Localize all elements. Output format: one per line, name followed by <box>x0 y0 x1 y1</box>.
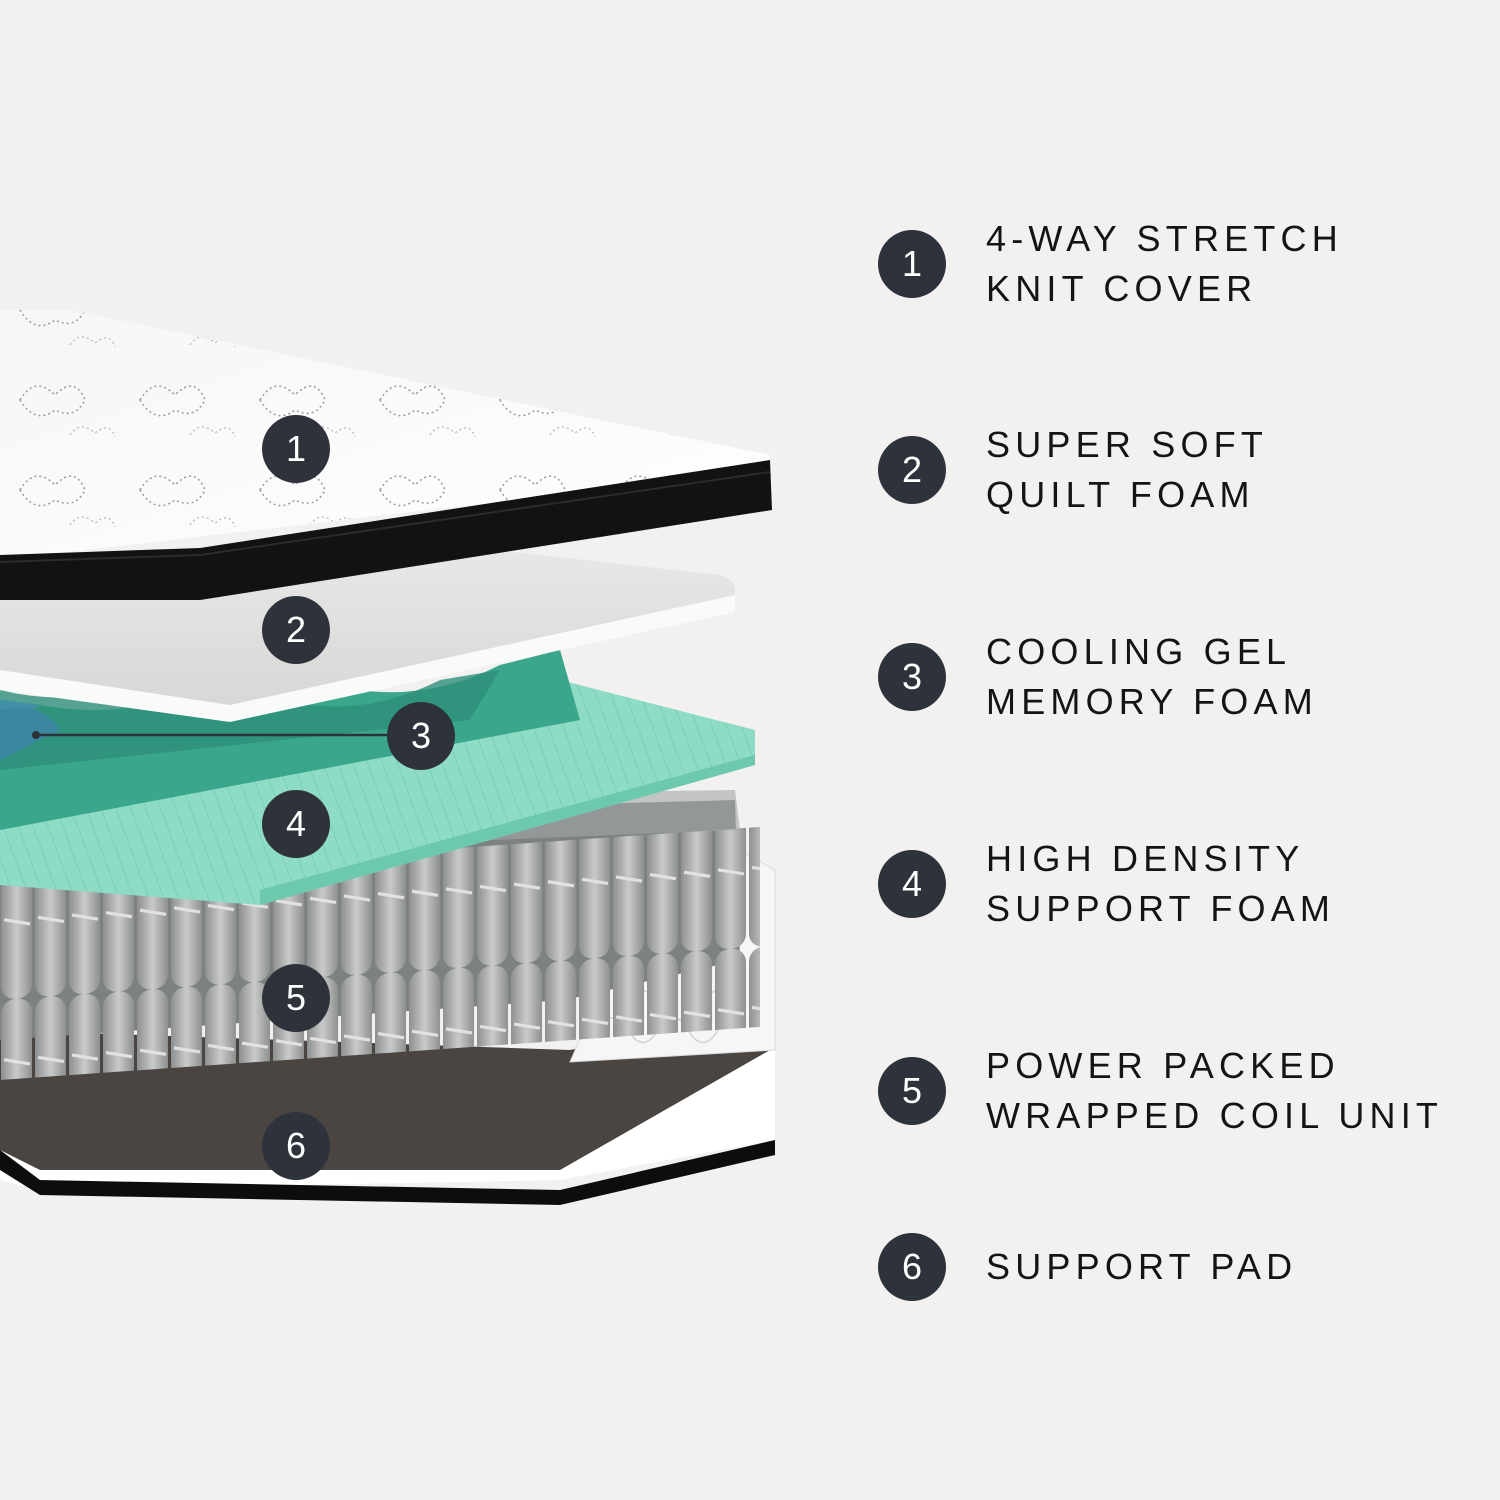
legend-item-4: 4 HIGH DENSITY SUPPORT FOAM <box>878 834 1488 934</box>
mattress-cutaway-illustration: 1 2 3 4 5 6 <box>0 310 776 1205</box>
gel-callout-leader <box>32 731 400 739</box>
legend-badge-4: 4 <box>878 850 946 918</box>
legend-label-2: SUPER SOFT QUILT FOAM <box>986 420 1268 520</box>
legend-badge-6: 6 <box>878 1233 946 1301</box>
legend-badge-5: 5 <box>878 1057 946 1125</box>
legend-label-5: POWER PACKED WRAPPED COIL UNIT <box>986 1041 1443 1141</box>
legend-label-line: WRAPPED COIL UNIT <box>986 1095 1444 1136</box>
knit-cover-layer <box>0 310 772 600</box>
legend-label-3: COOLING GEL MEMORY FOAM <box>986 627 1318 727</box>
callout-badge-5: 5 <box>262 964 330 1032</box>
legend-item-5: 5 POWER PACKED WRAPPED COIL UNIT <box>878 1041 1488 1141</box>
legend-item-6: 6 SUPPORT PAD <box>878 1233 1488 1301</box>
legend-label-line: SUPPORT FOAM <box>986 888 1336 929</box>
legend-item-1: 1 4-WAY STRETCH KNIT COVER <box>878 214 1488 314</box>
legend-label-6: SUPPORT PAD <box>986 1242 1297 1292</box>
legend-label-line: 4-WAY STRETCH <box>986 218 1343 259</box>
callout-badge-3: 3 <box>387 702 455 770</box>
legend-label-line: HIGH DENSITY <box>986 838 1305 879</box>
legend-badge-1: 1 <box>878 230 946 298</box>
callout-badge-2: 2 <box>262 596 330 664</box>
callout-badge-1: 1 <box>262 415 330 483</box>
layer-legend: 1 4-WAY STRETCH KNIT COVER 2 SUPER SOFT … <box>878 0 1488 1500</box>
legend-label-line: MEMORY FOAM <box>986 681 1318 722</box>
callout-badge-6: 6 <box>262 1112 330 1180</box>
legend-label-line: SUPPORT PAD <box>986 1246 1298 1287</box>
legend-label-line: KNIT COVER <box>986 268 1258 309</box>
legend-badge-2: 2 <box>878 436 946 504</box>
legend-label-line: QUILT FOAM <box>986 474 1255 515</box>
legend-item-2: 2 SUPER SOFT QUILT FOAM <box>878 420 1488 520</box>
callout-badge-4: 4 <box>262 790 330 858</box>
legend-label-line: COOLING GEL <box>986 631 1292 672</box>
legend-label-line: SUPER SOFT <box>986 424 1269 465</box>
mattress-layers-graphic <box>0 310 776 1205</box>
legend-label-1: 4-WAY STRETCH KNIT COVER <box>986 214 1343 314</box>
legend-badge-3: 3 <box>878 643 946 711</box>
legend-label-4: HIGH DENSITY SUPPORT FOAM <box>986 834 1335 934</box>
legend-item-3: 3 COOLING GEL MEMORY FOAM <box>878 627 1488 727</box>
legend-label-line: POWER PACKED <box>986 1045 1340 1086</box>
